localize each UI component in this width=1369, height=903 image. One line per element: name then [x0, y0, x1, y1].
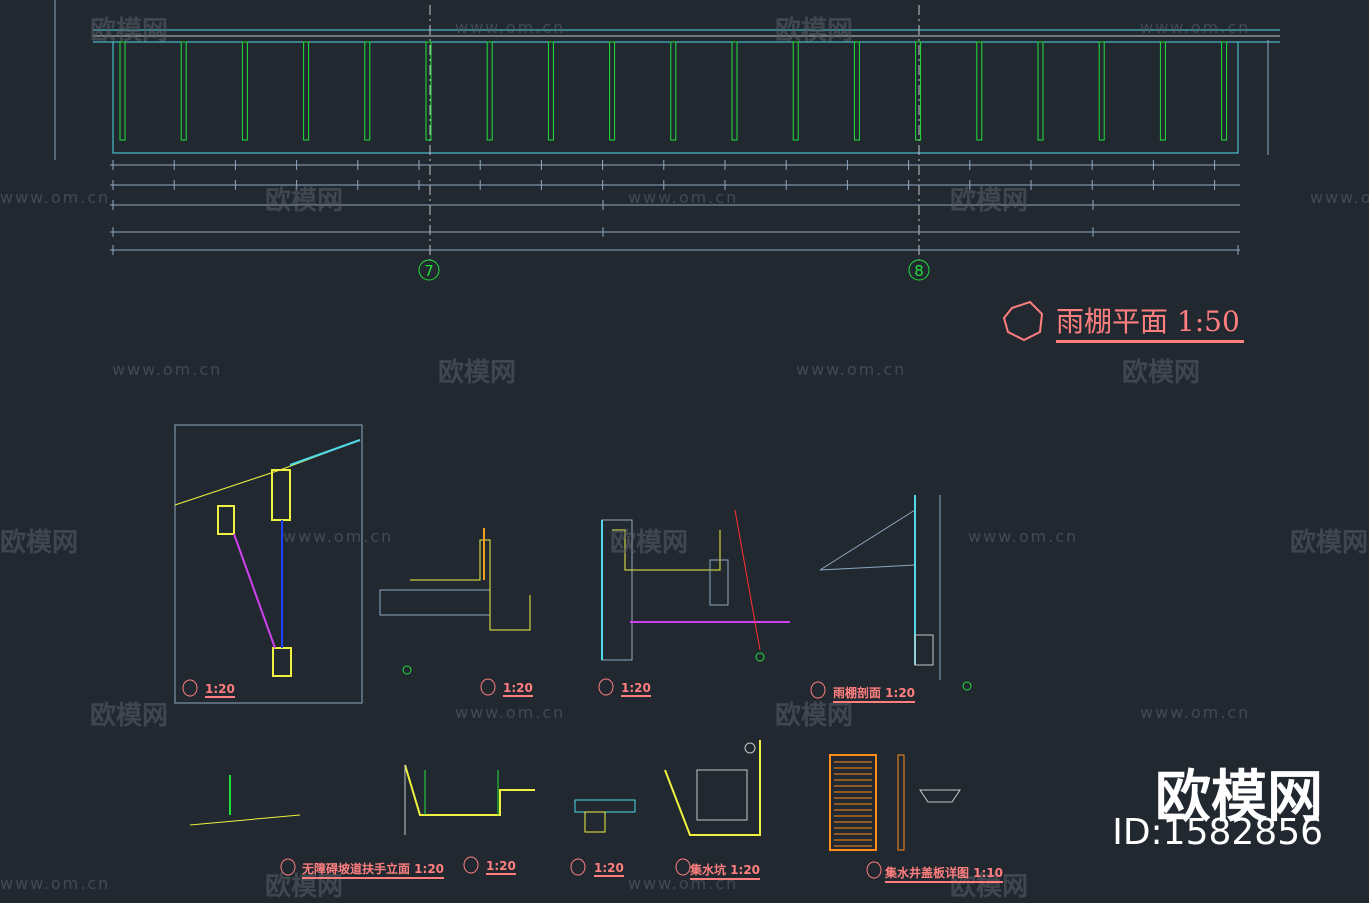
canopy-post [364, 41, 371, 141]
canopy-post [731, 41, 738, 141]
detail-label: 1:20 [621, 681, 651, 697]
canopy-post [1221, 41, 1228, 141]
detail-label: 1:20 [205, 682, 235, 698]
axis-marker-8 [908, 259, 930, 281]
watermark-url: www.om.cn [1140, 703, 1251, 722]
watermark-brand: 欧模网 [1290, 528, 1369, 558]
watermark-brand: 欧模网 [775, 701, 854, 731]
canopy-post [1098, 41, 1105, 141]
watermark-brand: 欧模网 [90, 701, 169, 731]
detail-label: 1:20 [486, 859, 516, 875]
watermark-url: www.om.cn [796, 360, 907, 379]
canopy-post [915, 41, 922, 141]
watermark-url: www.om.cn [1310, 188, 1369, 207]
watermark-brand: 欧模网 [0, 528, 79, 558]
canopy-post [180, 41, 187, 141]
watermark-url: www.om.cn [283, 527, 394, 546]
canopy-plan: 7 8 [54, 0, 1280, 342]
watermark-url: www.om.cn [455, 18, 566, 37]
watermark-url: www.om.cn [628, 188, 739, 207]
canopy-post [119, 41, 126, 141]
axis-label-7: 7 [424, 262, 434, 280]
watermark-logo: 欧模网 [1155, 765, 1323, 830]
watermark-brand: 欧模网 [90, 16, 169, 46]
watermark-brand: 欧模网 [1122, 358, 1201, 388]
canopy-post [303, 41, 310, 141]
watermark-url: www.om.cn [1140, 18, 1251, 37]
detail-label: 1:20 [503, 681, 533, 697]
canopy-post [241, 41, 248, 141]
watermark-id: ID:1582856 [1112, 812, 1323, 853]
canopy-post [792, 41, 799, 141]
canopy-post [609, 41, 616, 141]
canopy-post [1159, 41, 1166, 141]
canopy-post [853, 41, 860, 141]
canopy-post [547, 41, 554, 141]
watermark-url: www.om.cn [455, 703, 566, 722]
detail-label: 雨棚剖面 1:20 [833, 684, 916, 703]
axis-label-8: 8 [914, 262, 924, 280]
watermark-brand: 欧模网 [438, 358, 517, 388]
canopy-post [1037, 41, 1044, 141]
watermark-url: www.om.cn [0, 188, 111, 207]
detail-label: 集水坑 1:20 [690, 861, 761, 880]
canopy-post [425, 41, 432, 141]
watermark-brand: 欧模网 [610, 528, 689, 558]
canopy-post [486, 41, 493, 141]
watermark-brand: 欧模网 [950, 186, 1029, 216]
detail-drawings [174, 424, 972, 851]
canopy-post [976, 41, 983, 141]
plan-title: 雨棚平面 1:50 [1056, 300, 1244, 343]
axis-marker-7 [418, 259, 440, 281]
detail-label: 集水井盖板详图 1:10 [885, 864, 1004, 883]
watermark-brand: 欧模网 [265, 186, 344, 216]
detail-label: 无障碍坡道扶手立面 1:20 [302, 860, 445, 879]
watermark-url: www.om.cn [968, 527, 1079, 546]
watermark-url: www.om.cn [112, 360, 223, 379]
detail-label: 1:20 [594, 861, 624, 877]
watermark-brand: 欧模网 [775, 16, 854, 46]
canopy-post [670, 41, 677, 141]
title-octagon-icon [1002, 300, 1044, 342]
watermark-url: www.om.cn [0, 874, 111, 893]
